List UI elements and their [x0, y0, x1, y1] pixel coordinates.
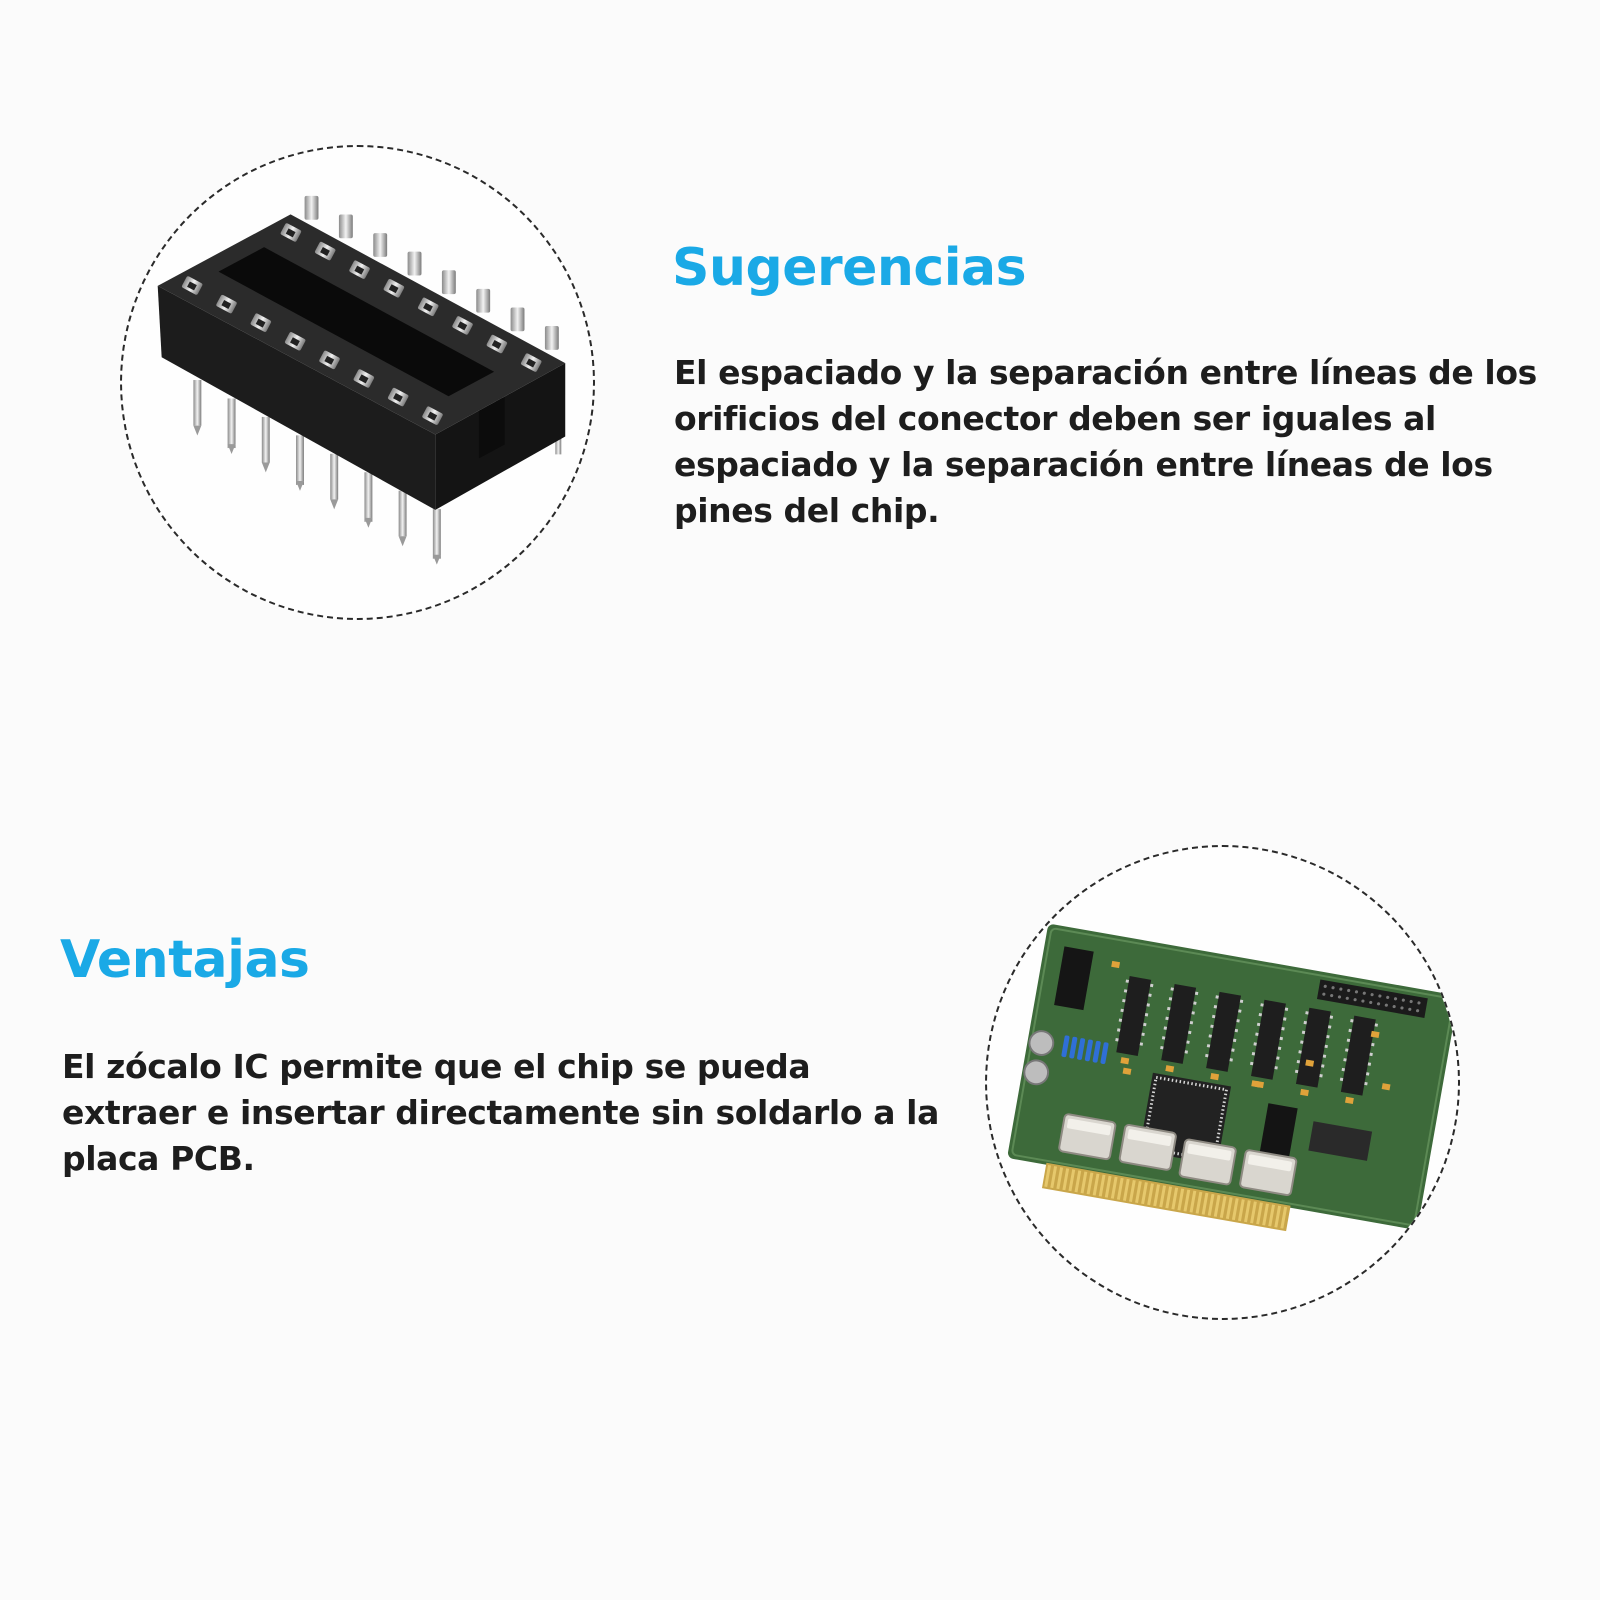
- ic-socket-image-circle: [120, 145, 595, 620]
- suggestions-text: El espaciado y la separación entre línea…: [674, 353, 1537, 530]
- dip-chip: [1340, 1015, 1376, 1096]
- pcb-image-circle: [985, 845, 1460, 1320]
- socket-pin: [398, 490, 407, 537]
- oscillator: [1178, 1138, 1237, 1186]
- dip-chip: [1251, 999, 1286, 1080]
- advantages-title: Ventajas: [60, 930, 310, 990]
- dip-chip: [1295, 1007, 1331, 1088]
- socket-body-front: [157, 285, 436, 510]
- socket-pin: [261, 416, 270, 463]
- oscillator: [1058, 1113, 1117, 1161]
- dip-chip: [1161, 983, 1197, 1064]
- socket-pin: [227, 398, 236, 449]
- socket-pin: [193, 380, 202, 426]
- oscillator: [1239, 1149, 1298, 1197]
- oscillator: [1118, 1123, 1177, 1171]
- socket-pin: [296, 435, 304, 485]
- pcb-board-icon: [1007, 924, 1458, 1232]
- pin-header: [1316, 979, 1428, 1018]
- advantages-text: El zócalo IC permite que el chip se pued…: [62, 1047, 939, 1178]
- dip-chip: [1206, 991, 1242, 1072]
- suggestions-title: Sugerencias: [672, 238, 1027, 298]
- ic-socket-icon: [157, 195, 566, 565]
- socket-pin: [432, 509, 441, 559]
- socket-pin: [330, 453, 339, 500]
- socket-pin: [364, 472, 373, 522]
- dip-chip: [1116, 976, 1152, 1057]
